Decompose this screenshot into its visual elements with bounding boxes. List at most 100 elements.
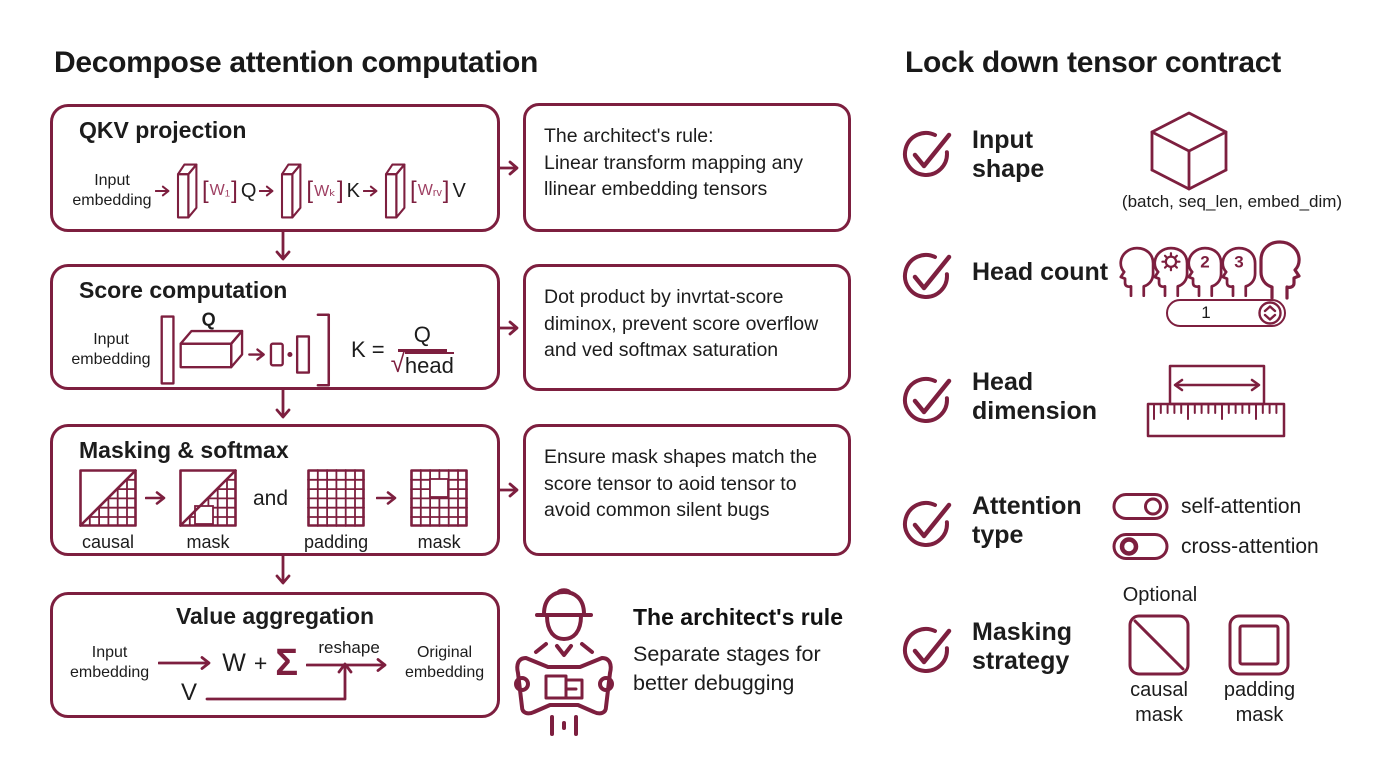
arrow-right-icon <box>158 656 211 670</box>
stage-masking-title: Masking & softmax <box>79 437 289 463</box>
arrow-right-icon <box>363 185 378 197</box>
tensor-slab-icon <box>281 163 302 219</box>
w-symbol: W <box>222 648 246 677</box>
grid-label-mask2: mask <box>417 532 461 552</box>
padding-mask-icon <box>1228 614 1290 676</box>
q-label: Q <box>202 310 216 330</box>
input-embedding-label: Input embedding <box>70 644 150 681</box>
k-equals: K = <box>351 337 385 362</box>
note-qkv: The architect's rule: Linear transform m… <box>523 103 851 232</box>
plus-symbol: + <box>253 649 268 676</box>
letter-k: K <box>346 179 361 202</box>
score-dot-product-icon: Q <box>160 310 331 387</box>
right-section-title: Lock down tensor contract <box>905 46 1281 79</box>
causal-mask-grid-cell: mask <box>179 469 237 553</box>
check-icon <box>902 377 952 423</box>
causal-grid-cell: causal <box>79 469 137 553</box>
heads-icon: 2 3 <box>1119 240 1301 300</box>
padding-grid-cell: padding <box>304 469 368 553</box>
toggle-self-attention-icon[interactable] <box>1112 492 1170 521</box>
grid-label-mask1: mask <box>186 532 230 552</box>
stage-masking-softmax: Masking & softmax causal <box>50 424 500 556</box>
architect-icon <box>514 588 614 736</box>
toggle-label-cross-attention: cross-attention <box>1181 535 1319 558</box>
original-embedding-label: Original embedding <box>404 644 485 681</box>
arrow-right-icon <box>155 185 170 197</box>
padding-grid-icon <box>307 469 365 527</box>
connector-arrow-down-icon <box>275 388 291 419</box>
shape-caption: (batch, seq_len, embed_dim) <box>1121 192 1343 211</box>
note-qkv-text: The architect's rule: Linear transform m… <box>544 125 804 201</box>
item-label-head-count: Head count <box>972 258 1109 286</box>
causal-grid-icon <box>79 469 137 527</box>
stage-value-title: Value aggregation <box>175 603 375 629</box>
toggle-label-self-attention: self-attention <box>1181 495 1302 518</box>
v-symbol: V <box>181 679 198 706</box>
stage-score-computation: Score computation Input embedding Q K = … <box>50 264 500 390</box>
stage-score-title: Score computation <box>79 277 288 303</box>
check-icon <box>902 253 952 299</box>
item-label-attention-type: Attention type <box>972 492 1082 549</box>
reshape-label: reshape <box>318 638 380 657</box>
arrow-right-icon <box>145 491 166 505</box>
note-masking-text: Ensure mask shapes match the score tenso… <box>544 446 818 522</box>
connector-arrow-icon <box>498 320 519 336</box>
head-gear-icon <box>1153 246 1189 298</box>
note-score-text: Dot product by invrtat-score diminox, pr… <box>544 286 819 362</box>
optional-label: Optional <box>1122 584 1198 606</box>
arrow-right-icon <box>376 491 397 505</box>
head-count-stepper[interactable]: 1 <box>1166 299 1286 327</box>
stepper-arrows-icon[interactable] <box>1258 301 1282 325</box>
and-text: and <box>253 487 289 510</box>
input-embedding-label: Input embedding <box>72 172 152 209</box>
callout-title: The architect's rule <box>633 604 843 630</box>
fraction-denominator: head <box>404 352 454 378</box>
head-1-icon <box>1119 246 1155 298</box>
connector-arrow-down-icon <box>275 230 291 261</box>
head-number-3: 3 <box>1234 253 1243 272</box>
item-label-masking-strategy: Masking strategy <box>972 618 1073 675</box>
head-number-2: 2 <box>1200 253 1209 272</box>
weight-token-q: [W₁] <box>202 177 238 204</box>
ruler-icon <box>1146 364 1286 438</box>
item-label-input-shape: Input shape <box>972 126 1045 183</box>
weight-token-k: [Wₖ] <box>306 177 344 204</box>
connector-arrow-down-icon <box>275 554 291 585</box>
stage-value-aggregation: Value aggregation Input embedding W + Σ … <box>50 592 500 718</box>
grid-label-causal: causal <box>81 532 135 552</box>
fraction-numerator: Q <box>397 323 447 352</box>
arrow-right-icon <box>259 185 274 197</box>
stage-qkv-title: QKV projection <box>79 117 247 143</box>
letter-q: Q <box>240 179 257 202</box>
cube-icon <box>1150 111 1228 191</box>
causal-mask-grid-icon <box>179 469 237 527</box>
check-icon <box>902 131 952 177</box>
grid-label-padding: padding <box>304 532 369 552</box>
note-masking: Ensure mask shapes match the score tenso… <box>523 424 851 556</box>
toggle-cross-attention-icon[interactable] <box>1112 532 1170 561</box>
causal-mask-label: causal mask <box>1130 679 1188 726</box>
check-icon <box>902 627 952 673</box>
head-n-icon <box>1259 240 1301 300</box>
weight-token-v: [Wᵣᵥ] <box>410 177 450 204</box>
input-embedding-label: Input embedding <box>71 331 151 368</box>
connector-arrow-icon <box>498 160 519 176</box>
check-icon <box>902 501 952 547</box>
letter-v: V <box>452 179 466 202</box>
tensor-slab-icon <box>384 163 406 219</box>
item-label-head-dimension: Head dimension <box>972 368 1098 425</box>
head-2-icon: 2 <box>1187 246 1223 298</box>
head-3-icon: 3 <box>1221 246 1257 298</box>
callout-body: Separate stages for better debugging <box>633 642 821 696</box>
connector-arrow-icon <box>498 482 519 498</box>
causal-mask-icon <box>1128 614 1190 676</box>
padding-mask-grid-cell: mask <box>410 469 469 553</box>
tensor-slab-icon <box>176 163 198 219</box>
stage-qkv-projection: QKV projection Input embedding [W₁] Q [W… <box>50 104 500 232</box>
padding-mask-label: padding mask <box>1223 679 1296 726</box>
left-section-title: Decompose attention computation <box>54 46 539 79</box>
v-elbow-arrow-icon <box>205 662 353 701</box>
scale-fraction: Q √head <box>391 323 454 377</box>
stepper-value: 1 <box>1201 303 1211 322</box>
